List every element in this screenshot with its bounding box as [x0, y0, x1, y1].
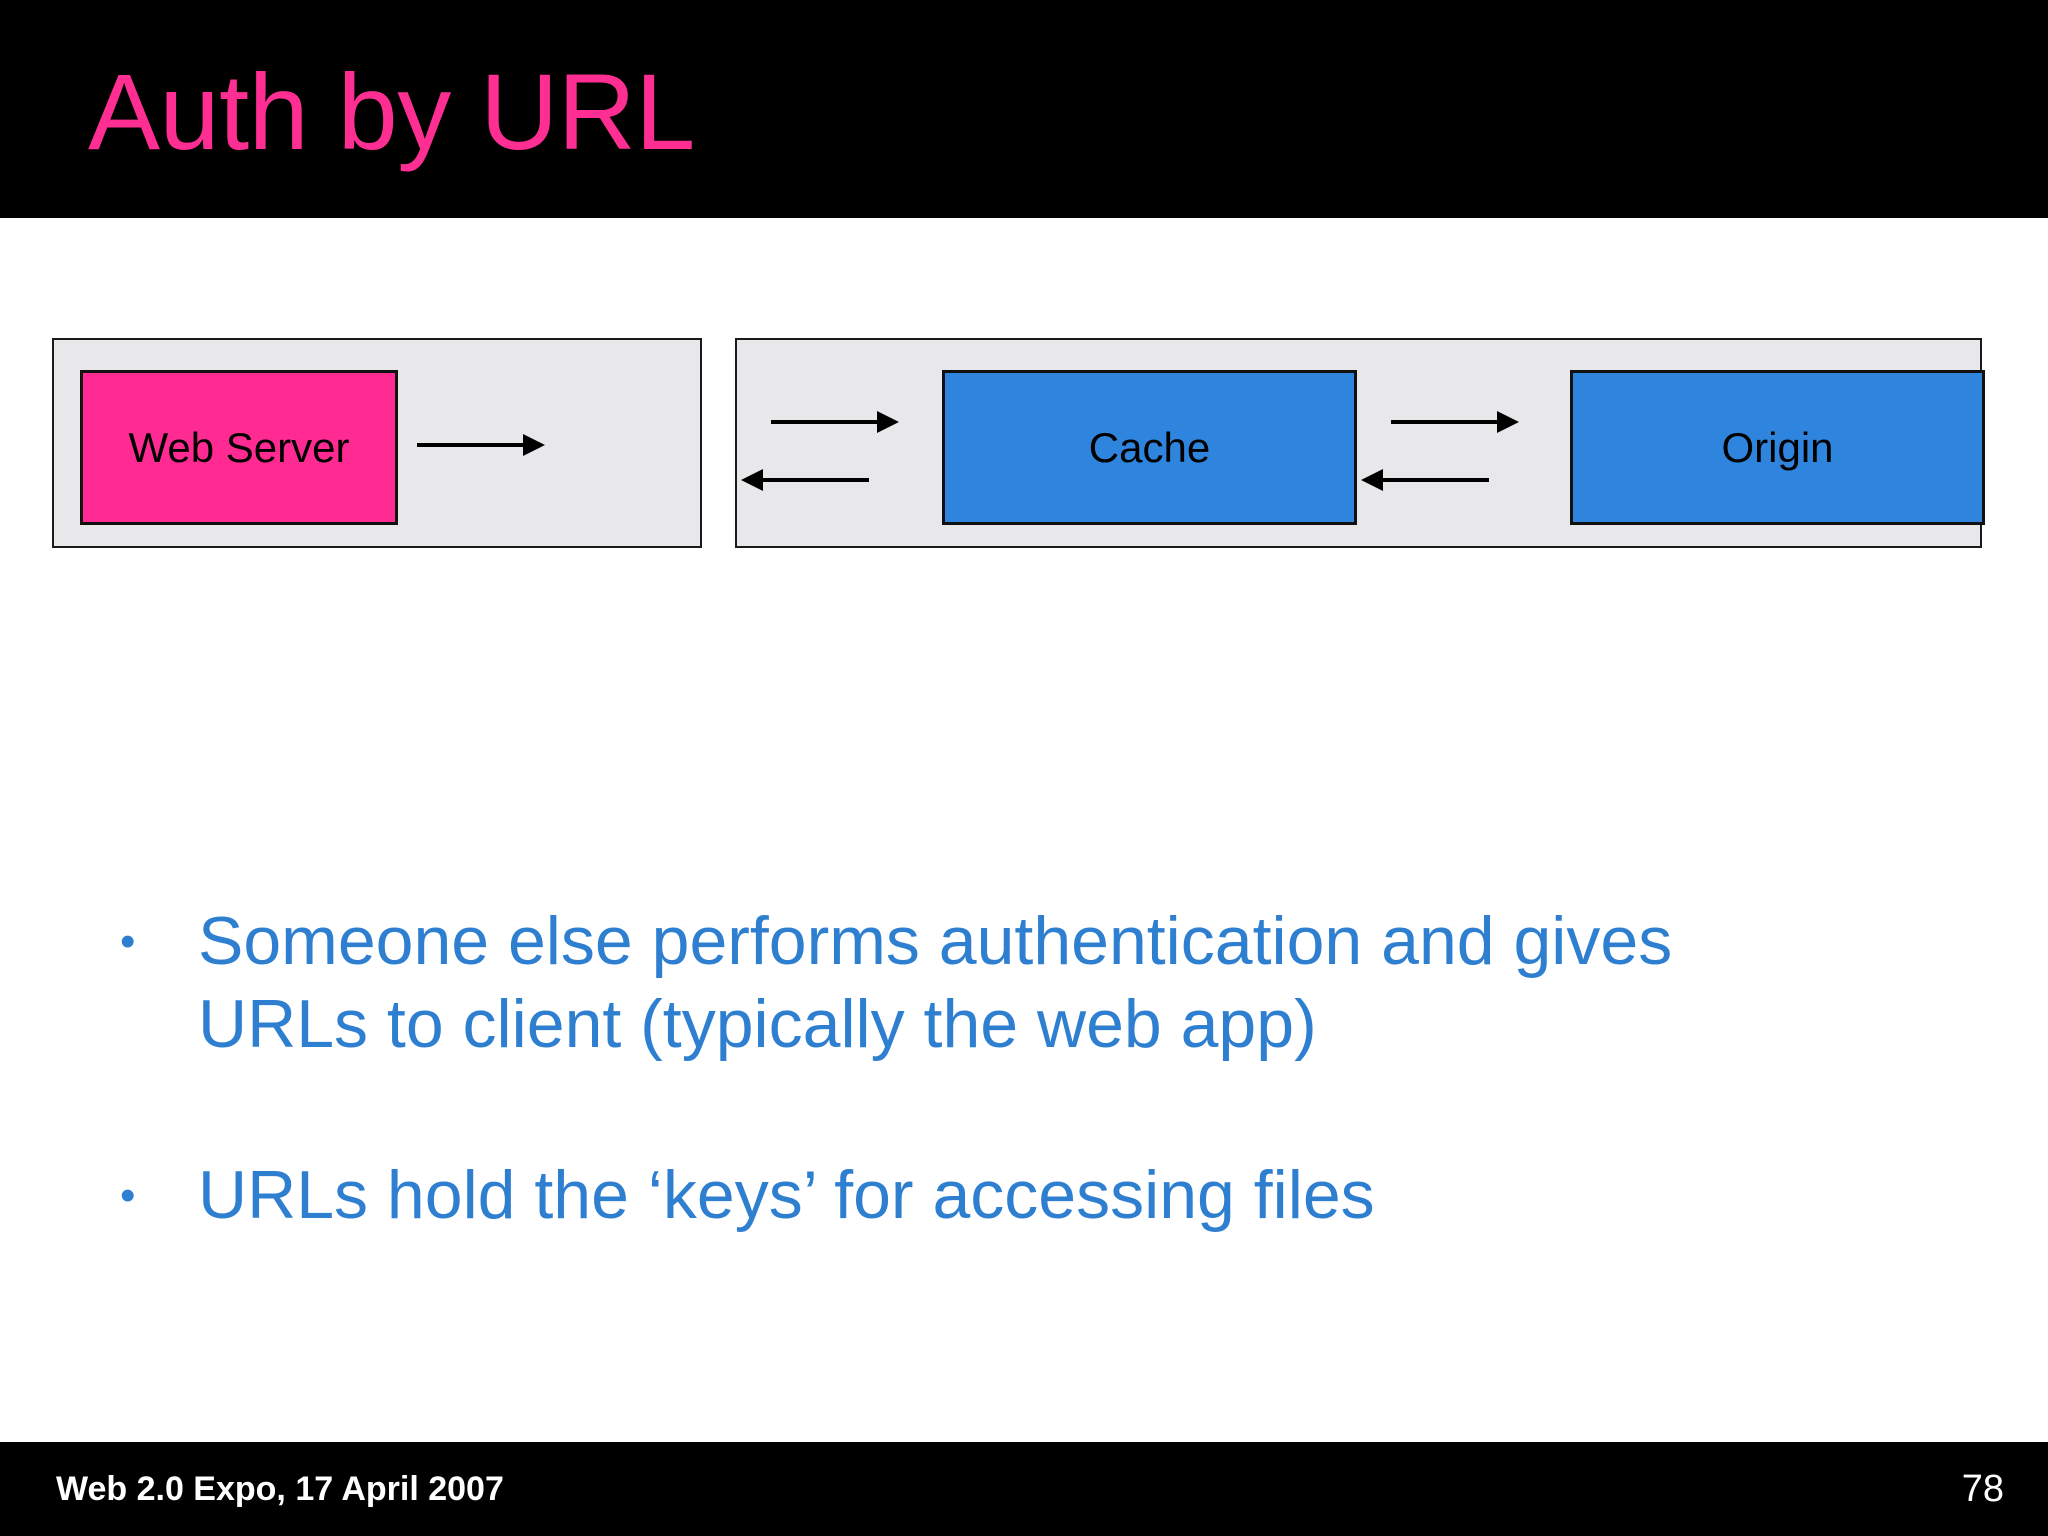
footer-event-label: Web 2.0 Expo, 17 April 2007: [56, 1470, 504, 1508]
list-item: • Someone else performs authentication a…: [0, 900, 2048, 1066]
page-number: 78: [1961, 1468, 2004, 1510]
title-band: Auth by URL: [0, 0, 2048, 218]
diagram-node-cache: Cache: [942, 370, 1357, 525]
page-title: Auth by URL: [88, 51, 695, 172]
arrow-right-icon: [771, 411, 899, 433]
bullet-point-icon: •: [120, 1170, 136, 1220]
bullet-text: Someone else performs authentication and…: [198, 903, 1673, 1062]
diagram-panel-web-server: Web Server: [52, 338, 702, 548]
bullet-text: URLs hold the ‘keys’ for accessing files: [198, 1156, 1375, 1233]
architecture-diagram: Web Server Cache Origin: [0, 218, 2048, 1416]
arrow-left-icon: [1361, 469, 1489, 491]
bullet-point-icon: •: [120, 917, 136, 966]
list-item: • URLs hold the ‘keys’ for accessing fil…: [0, 1154, 2048, 1238]
bullet-list: • Someone else performs authentication a…: [0, 900, 2048, 1238]
arrow-right-icon: [1391, 411, 1519, 433]
footer-band: Web 2.0 Expo, 17 April 2007 78: [0, 1442, 2048, 1536]
diagram-node-label: Web Server: [128, 423, 350, 471]
arrow-left-icon: [741, 469, 869, 491]
diagram-node-origin: Origin: [1570, 370, 1985, 525]
diagram-node-label: Origin: [1721, 423, 1834, 471]
arrow-right-icon: [417, 434, 545, 456]
diagram-node-label: Cache: [1088, 423, 1211, 471]
diagram-panel-cache-origin: Cache Origin: [735, 338, 1985, 548]
diagram-node-web-server: Web Server: [80, 370, 398, 525]
